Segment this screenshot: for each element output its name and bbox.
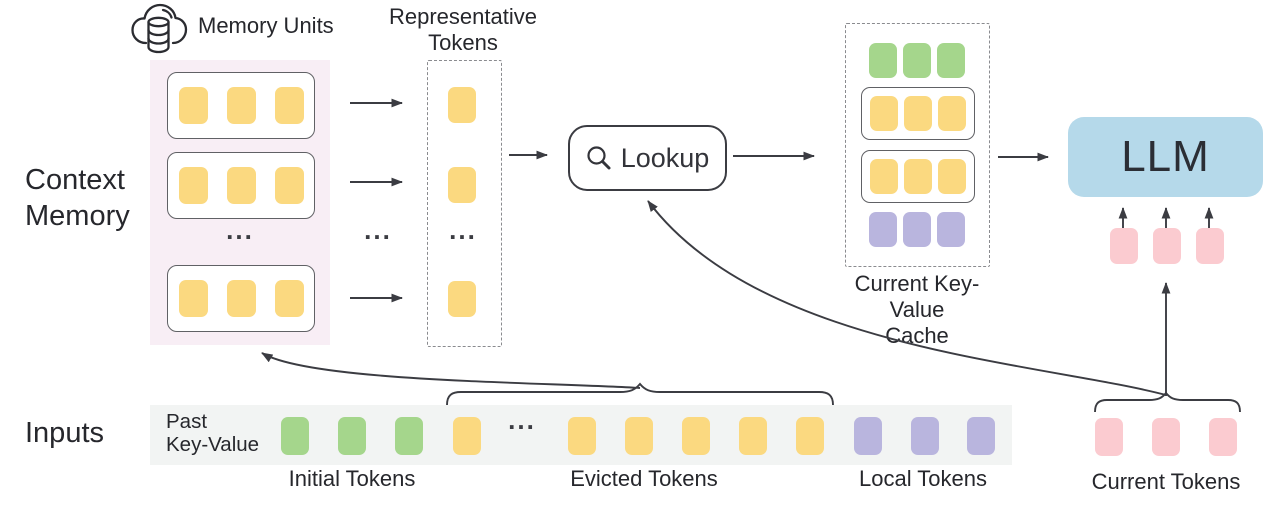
initial-token xyxy=(395,417,423,455)
curve-evicted-to-context-memory xyxy=(261,352,641,389)
memory-unit xyxy=(167,265,315,332)
cache-initial-row xyxy=(869,43,965,78)
evicted-token xyxy=(796,417,824,455)
initial-token xyxy=(937,43,965,78)
initial-token xyxy=(903,43,931,78)
brace-evicted-tokens xyxy=(446,382,834,406)
representative-token-slot xyxy=(448,281,476,317)
memory-unit xyxy=(167,152,315,219)
memory-unit-token xyxy=(226,280,256,317)
memory-unit-token xyxy=(226,167,256,204)
representative-tokens-title: Representative Tokens xyxy=(389,4,537,55)
strip-ellipsis: ... xyxy=(508,405,536,435)
current-token xyxy=(1095,418,1123,456)
current-tokens-label: Current Tokens xyxy=(1091,469,1241,494)
evicted-tokens-group xyxy=(568,417,824,455)
evicted-token xyxy=(625,417,653,455)
llm-label: LLM xyxy=(1121,132,1210,181)
retrieved-memory-token xyxy=(938,96,966,131)
local-token xyxy=(903,212,931,247)
retrieved-memory-token xyxy=(904,159,932,194)
current-token xyxy=(1153,228,1181,264)
evicted-token xyxy=(682,417,710,455)
past-key-value-label: Past Key-Value xyxy=(166,410,260,456)
memory-unit xyxy=(167,72,315,139)
retrieved-memory-token xyxy=(870,96,898,131)
representative-token-slot xyxy=(448,167,476,203)
context-memory-label: Context Memory xyxy=(25,164,130,232)
initial-tokens-label: Initial Tokens xyxy=(288,466,416,491)
cloud-database-icon xyxy=(131,3,188,54)
current-tokens-group xyxy=(1095,418,1237,456)
memory-ellipsis: ... xyxy=(226,215,254,245)
memory-unit-token xyxy=(274,167,304,204)
local-tokens-group xyxy=(854,417,995,455)
evicted-token xyxy=(453,417,481,455)
representative-token xyxy=(448,281,476,317)
brace-current-tokens xyxy=(1094,391,1241,413)
evicted-token xyxy=(739,417,767,455)
cache-local-row xyxy=(869,212,965,247)
evicted-tokens-label: Evicted Tokens xyxy=(570,466,718,491)
memory-unit-token xyxy=(274,280,304,317)
representative-token xyxy=(448,167,476,203)
magnifier-icon xyxy=(587,146,611,170)
representative-tokens-box xyxy=(427,60,502,347)
local-token xyxy=(869,212,897,247)
lookup-button: Lookup xyxy=(568,125,727,191)
cache-memory-unit xyxy=(861,150,975,203)
evicted-token xyxy=(568,417,596,455)
llm-box: LLM xyxy=(1068,117,1263,197)
initial-token xyxy=(869,43,897,78)
memory-unit-token xyxy=(178,87,208,124)
representative-token xyxy=(448,87,476,123)
inputs-label: Inputs xyxy=(25,417,104,449)
local-token xyxy=(937,212,965,247)
initial-token xyxy=(281,417,309,455)
memory-unit-token xyxy=(178,167,208,204)
lookup-label: Lookup xyxy=(620,142,710,173)
memory-units-label: Memory Units xyxy=(198,13,334,38)
memory-unit-token xyxy=(226,87,256,124)
memory-unit-token xyxy=(274,87,304,124)
representative-ellipsis: ... xyxy=(449,215,477,245)
retrieved-memory-token xyxy=(870,159,898,194)
local-token xyxy=(967,417,995,455)
between-ellipsis: ... xyxy=(364,215,392,245)
local-token xyxy=(854,417,882,455)
representative-token-slot xyxy=(448,87,476,123)
local-token xyxy=(910,417,939,455)
current-token xyxy=(1152,418,1180,456)
memory-unit-token xyxy=(178,280,208,317)
current-token xyxy=(1209,418,1237,456)
initial-token xyxy=(338,417,366,455)
local-tokens-label: Local Tokens xyxy=(858,466,987,491)
retrieved-memory-token xyxy=(938,159,966,194)
cache-memory-unit xyxy=(861,87,975,140)
current-token xyxy=(1110,228,1138,264)
retrieved-memory-token xyxy=(904,96,932,131)
evicted-tokens-head xyxy=(453,417,481,455)
initial-tokens-group xyxy=(281,417,423,455)
llm-input-tokens xyxy=(1110,228,1224,264)
current-kv-cache-label: Current Key-Value Cache xyxy=(854,271,980,348)
current-token xyxy=(1196,228,1224,264)
